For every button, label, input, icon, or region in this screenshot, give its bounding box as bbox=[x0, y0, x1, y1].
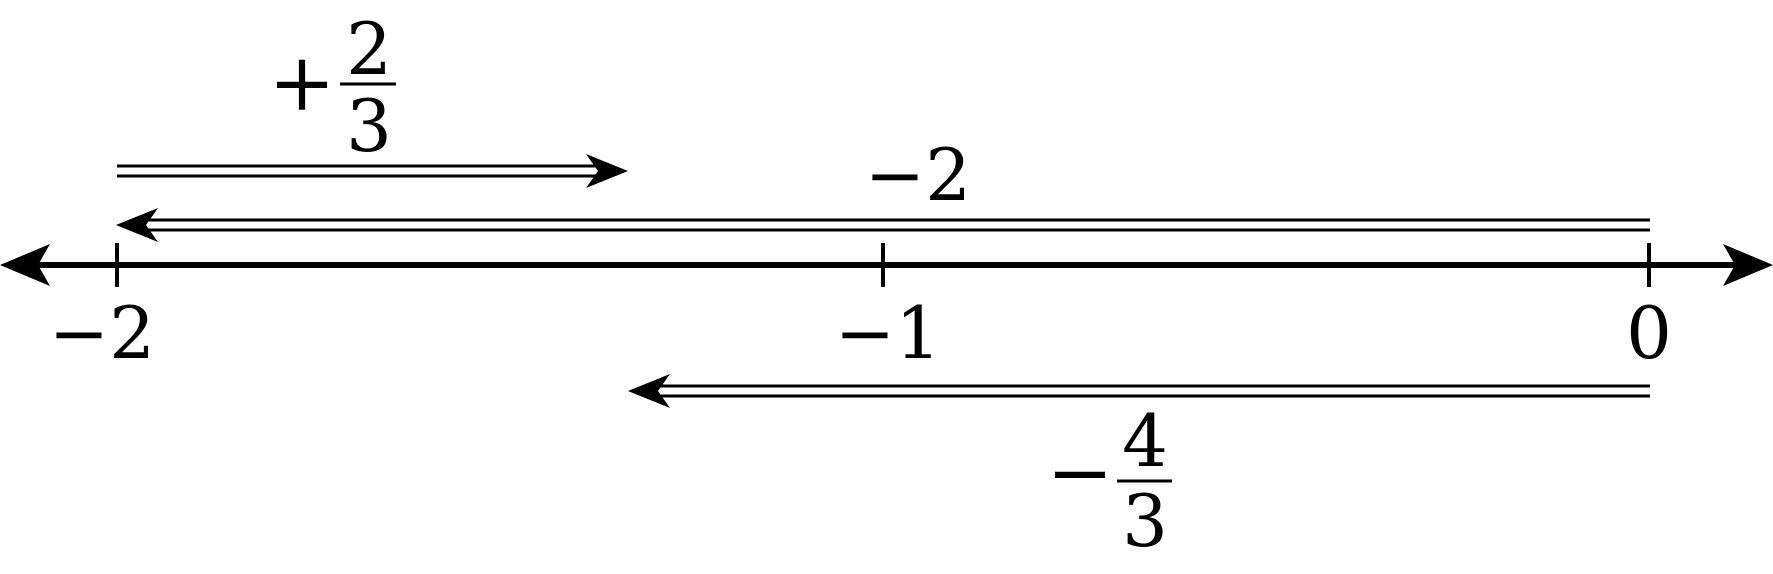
arrow-head-left bbox=[116, 208, 158, 242]
fraction-sign: − bbox=[1046, 426, 1113, 519]
arrow-label: −2 bbox=[865, 133, 971, 217]
fraction-numerator: 4 bbox=[1122, 399, 1168, 483]
arrow-minus-two: −2 bbox=[116, 133, 1650, 242]
fraction-denominator: 3 bbox=[1122, 479, 1168, 563]
tick-label-neg2: −2 bbox=[49, 291, 155, 375]
fraction-denominator: 3 bbox=[346, 84, 392, 168]
arrow-minus-four-thirds: − 4 3 bbox=[628, 374, 1650, 563]
arrow-head-left bbox=[628, 374, 670, 408]
number-line: −2 −1 0 bbox=[0, 243, 1773, 375]
axis-right-arrowhead bbox=[1723, 244, 1773, 286]
axis-left-arrowhead bbox=[0, 244, 50, 286]
fraction-sign: + bbox=[268, 36, 335, 129]
arrow-plus-two-thirds: + 2 3 bbox=[117, 7, 628, 188]
tick-label-neg1: −1 bbox=[835, 291, 941, 375]
tick-label-0: 0 bbox=[1626, 291, 1672, 375]
arrow-head-right bbox=[586, 154, 628, 188]
fraction-numerator: 2 bbox=[346, 7, 392, 91]
